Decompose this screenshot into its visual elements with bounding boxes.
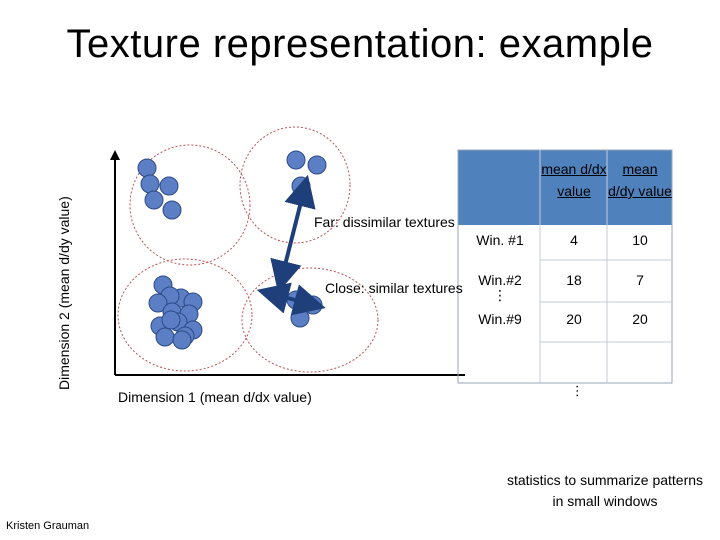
table-ellipsis: …: [565, 384, 581, 398]
far-label: Far: dissimilar textures: [314, 214, 455, 230]
row-label-win9: Win.#9: [478, 311, 522, 327]
texture-window-point: [140, 174, 160, 194]
statistics-table: [457, 149, 673, 384]
header-mean-dy: mean d/dy value: [608, 161, 672, 199]
slide-title: Texture representation: example: [66, 22, 654, 66]
texture-window-points: [137, 150, 327, 350]
texture-window-point: [162, 200, 182, 220]
texture-window-point: [286, 150, 306, 170]
row-win9-dy: 20: [632, 311, 648, 327]
texture-window-point: [137, 158, 157, 178]
row-label-win1: Win. #1: [476, 232, 524, 248]
texture-window-point: [172, 330, 192, 350]
table-border: [457, 149, 673, 384]
cluster-circle-top-left: [129, 144, 251, 266]
row-win1-dx: 4: [570, 232, 578, 248]
header-mean-dx: mean d/dx value: [541, 161, 607, 199]
texture-window-point: [155, 327, 175, 347]
credit-text: Kristen Grauman: [6, 520, 90, 532]
texture-window-point: [159, 176, 179, 196]
texture-window-point: [161, 310, 181, 330]
table-header-fill: [458, 150, 672, 225]
row-win2-dy: 7: [636, 272, 644, 288]
cluster-circle-bottom-left: [117, 258, 253, 372]
row-win2-dx: 18: [566, 272, 582, 288]
close-label: Close: similar textures: [325, 280, 463, 296]
texture-window-point: [290, 308, 310, 328]
row-vertical-ellipsis: ⋮: [493, 287, 507, 303]
cluster-circle-bottom-right: [241, 267, 379, 373]
row-win9-dx: 20: [566, 311, 582, 327]
texture-window-point: [148, 293, 168, 313]
stats-caption: statistics to summarize patterns in smal…: [506, 472, 704, 509]
texture-window-point: [291, 176, 311, 196]
far-arrow: [270, 174, 316, 293]
close-arrow: [256, 282, 326, 316]
row-win1-dy: 10: [632, 232, 648, 248]
texture-window-point: [144, 190, 164, 210]
row-label-win2: Win.#2: [478, 272, 522, 288]
y-axis-arrowhead: [110, 150, 120, 160]
texture-window-point: [307, 155, 327, 175]
x-axis-label: Dimension 1 (mean d/dx value): [118, 389, 312, 405]
